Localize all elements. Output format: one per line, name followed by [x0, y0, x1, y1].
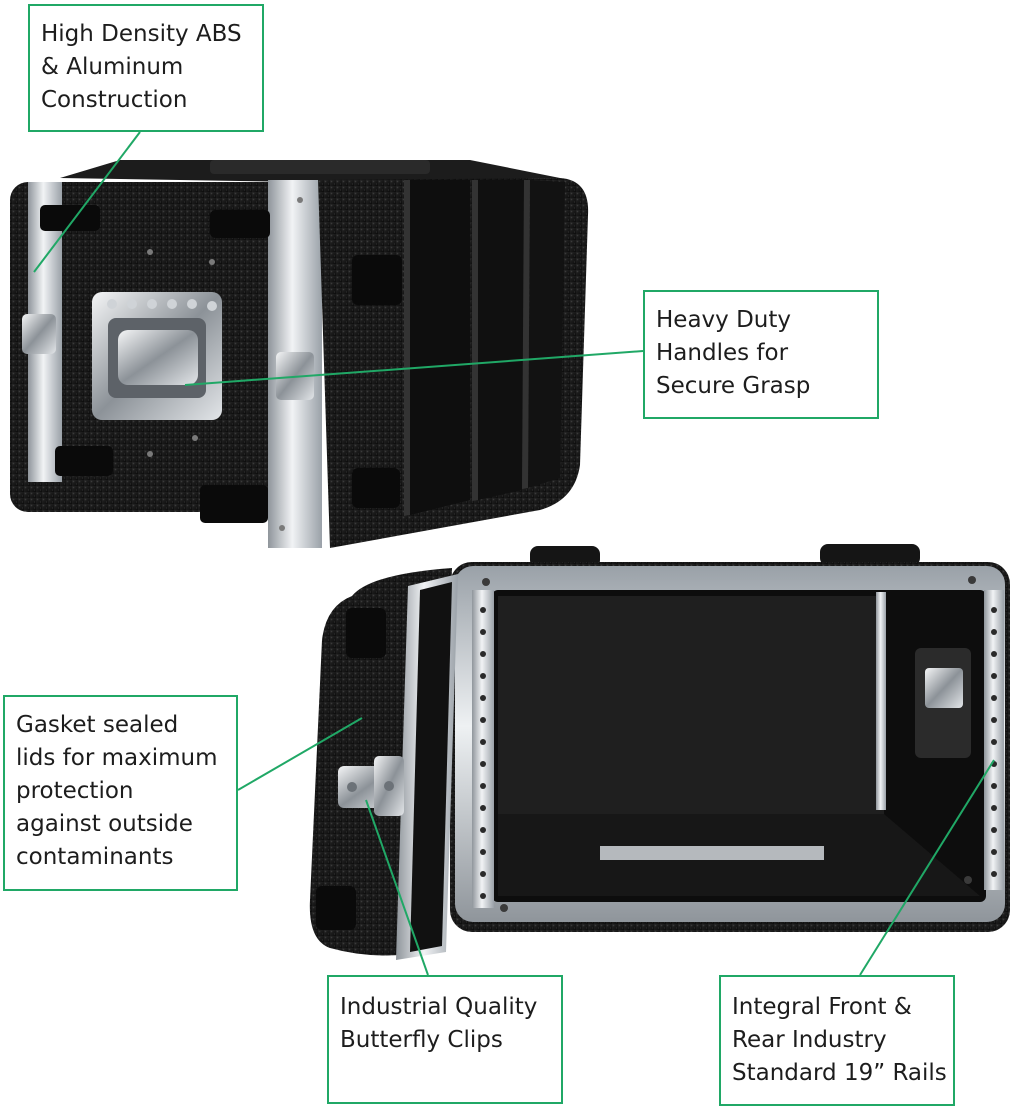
callout-text: Secure Grasp [656, 373, 811, 399]
callout-text: Gasket sealed [16, 712, 179, 738]
callout-text: Rear Industry [732, 1027, 887, 1053]
callout-text: contaminants [16, 844, 174, 870]
callout-text: against outside [16, 811, 193, 837]
leader-rails [859, 759, 995, 976]
detached-lid [309, 568, 458, 960]
leader-abs [33, 131, 141, 273]
open-case [450, 544, 1010, 932]
callout-heavy-duty-handles: Heavy Duty Handles for Secure Grasp [643, 290, 879, 419]
rack-rail-left [472, 590, 494, 908]
leader-lines [33, 131, 995, 976]
callout-text: Butterfly Clips [340, 1027, 503, 1053]
callout-text: & Aluminum [41, 54, 184, 80]
butterfly-clip [338, 756, 404, 816]
callout-text: High Density ABS [41, 21, 242, 47]
callout-text: lids for maximum [16, 745, 218, 771]
callout-text: protection [16, 778, 134, 804]
callout-gasket-sealed-lids: Gasket sealed lids for maximum protectio… [3, 695, 238, 891]
callout-text: Integral Front & [732, 994, 912, 1020]
leader-gasket [237, 717, 363, 791]
callout-abs-aluminum-construction: High Density ABS & Aluminum Construction [28, 4, 264, 132]
leader-clips [365, 799, 429, 976]
callout-text: Industrial Quality [340, 994, 538, 1020]
closed-case [10, 160, 589, 548]
callout-text: Standard 19” Rails [732, 1060, 947, 1086]
chrome-handle [92, 292, 222, 420]
callout-text: Heavy Duty [656, 307, 791, 333]
callout-rack-rails: Integral Front & Rear Industry Standard … [719, 975, 955, 1106]
callout-text: Handles for [656, 340, 789, 366]
leader-handles [184, 350, 644, 386]
callout-butterfly-clips: Industrial Quality Butterfly Clips [327, 975, 563, 1104]
callout-text: Construction [41, 87, 188, 113]
rail-holes [480, 607, 997, 899]
